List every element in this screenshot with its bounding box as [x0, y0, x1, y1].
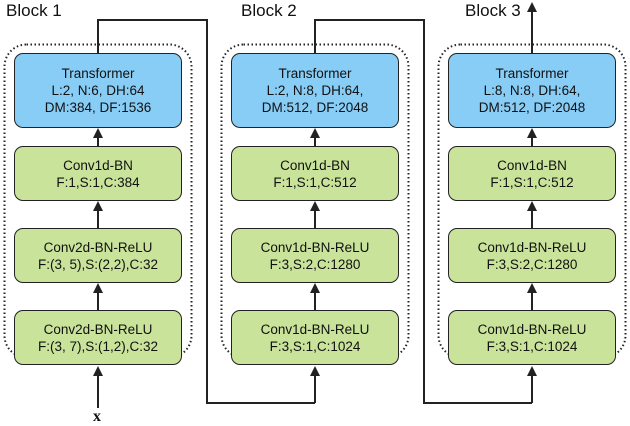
node-title: Conv2d-BN-ReLU: [43, 321, 153, 337]
block-title-1: Block 1: [6, 1, 62, 20]
arrow-b3-4-to-3-head: [527, 283, 537, 293]
node-params: F:1,S:1,C:512: [490, 174, 574, 190]
block-title-2: Block 2: [241, 1, 297, 20]
output-arrow-head: [527, 2, 537, 12]
node-title: Conv1d-BN: [497, 157, 567, 173]
node-title: Conv1d-BN: [280, 157, 350, 173]
node-title: Conv1d-BN: [63, 157, 133, 173]
node-params: F:(3, 7),S:(1,2),C:32: [37, 338, 159, 354]
arrow-b3-2-to-1-head: [527, 128, 537, 138]
node-title: Conv1d-BN-ReLU: [477, 321, 587, 337]
node-params: F:1,S:1,C:384: [56, 174, 140, 190]
node-params: F:3,S:2,C:1280: [269, 256, 361, 272]
node-title: Transformer: [278, 66, 352, 81]
node-params: F:(3, 5),S:(2,2),C:32: [37, 256, 159, 272]
node-params: F:3,S:2,C:1280: [486, 256, 578, 272]
arrow-b2-4-to-3-head: [310, 283, 320, 293]
node-params: F:3,S:1,C:1024: [269, 338, 361, 354]
node-params: F:3,S:1,C:1024: [486, 338, 578, 354]
node-params: L:2, N:8, DH:64,: [266, 83, 364, 98]
node-params: DM:512, DF:2048: [261, 100, 369, 115]
input-label: x: [93, 408, 101, 425]
arrow-b1-2-to-1-head: [93, 128, 103, 138]
arrow-b1-4-to-3-head: [93, 283, 103, 293]
node-title: Conv2d-BN-ReLU: [43, 239, 153, 255]
node-title: Conv1d-BN-ReLU: [260, 239, 370, 255]
block-title-3: Block 3: [465, 1, 521, 20]
node-params: DM:384, DF:1536: [44, 100, 152, 115]
node-params: L:8, N:8, DH:64,: [483, 83, 581, 98]
connector-block1-to-block2: [97, 19, 315, 404]
arrow-into-block2-head: [310, 366, 320, 376]
arrow-b3-3-to-2-head: [527, 201, 537, 211]
node-title: Conv1d-BN-ReLU: [477, 239, 587, 255]
arrow-b1-3-to-2-head: [93, 201, 103, 211]
arrow-b2-2-to-1-head: [310, 128, 320, 138]
arrow-b2-3-to-2-head: [310, 201, 320, 211]
node-params: L:2, N:6, DH:64: [51, 83, 145, 98]
input-arrow-head: [93, 366, 103, 376]
connector-block2-to-block3: [314, 19, 532, 404]
node-title: Transformer: [61, 66, 135, 81]
node-title: Conv1d-BN-ReLU: [260, 321, 370, 337]
node-params: DM:512, DF:2048: [478, 100, 586, 115]
node-params: F:1,S:1,C:512: [273, 174, 357, 190]
arrow-into-block3-head: [527, 366, 537, 376]
node-title: Transformer: [495, 66, 569, 81]
